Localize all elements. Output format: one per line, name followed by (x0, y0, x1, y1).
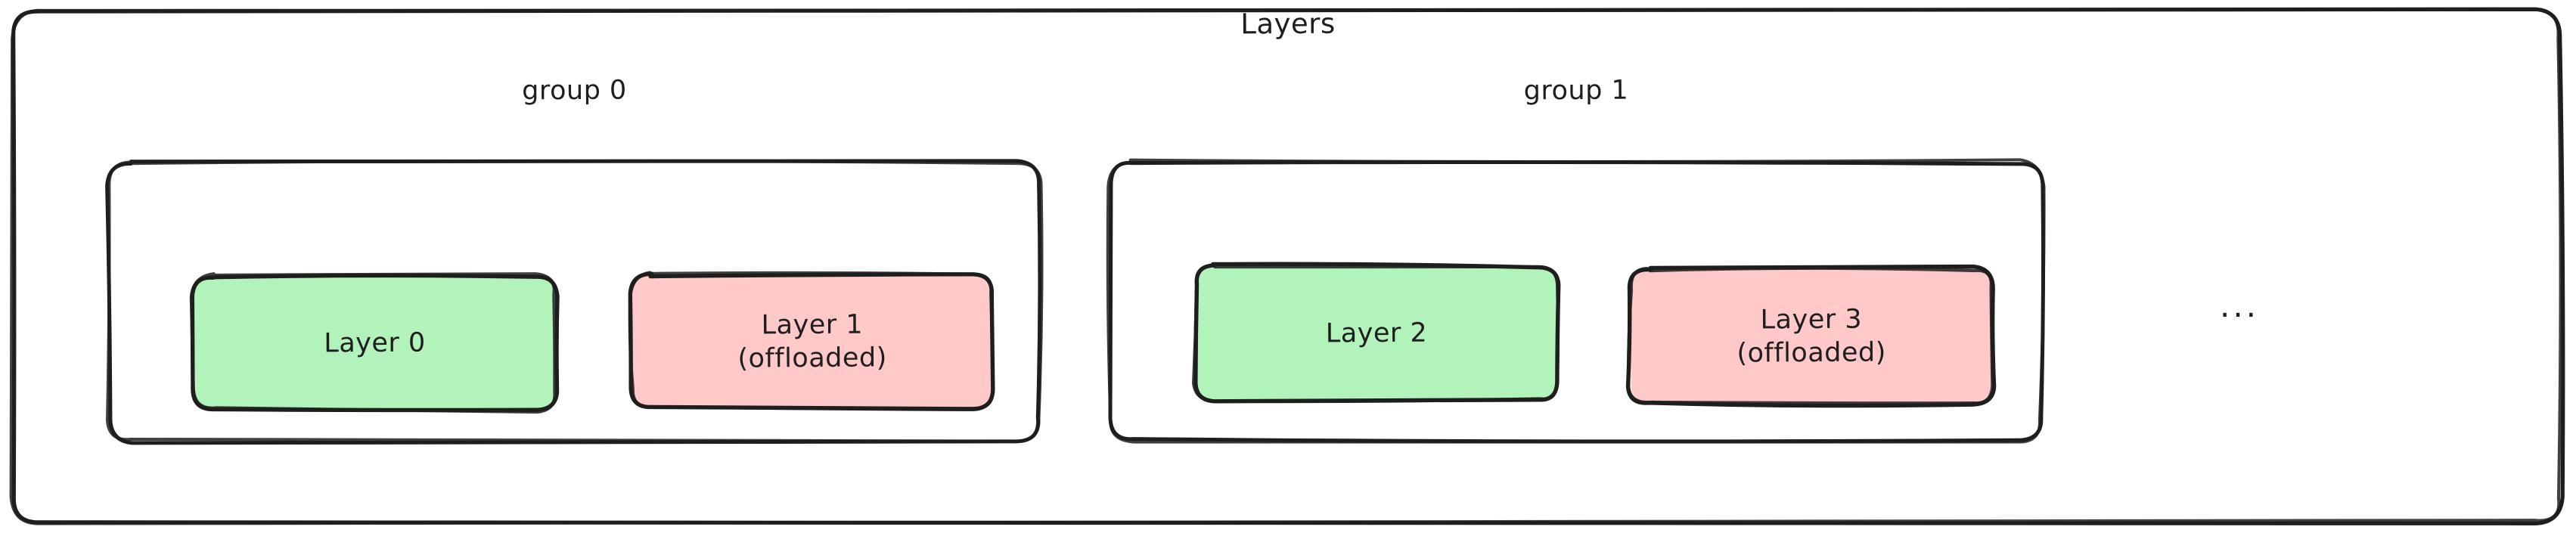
layer-title-1: Layer 1 (761, 309, 864, 340)
ellipsis-more-groups: ... (2219, 287, 2260, 324)
layer-box-label-3: Layer 3 (offloaded) (1629, 268, 1993, 406)
group-title-0: group 0 (522, 75, 627, 107)
layer-title-0: Layer 0 (324, 327, 426, 358)
layer-box-label-1: Layer 1 (offloaded) (631, 274, 993, 410)
layer-title-2: Layer 2 (1325, 318, 1428, 349)
layer-subtitle-1: (offloaded) (737, 342, 887, 374)
layer-box-label-2: Layer 2 (1194, 265, 1558, 402)
layer-title-3: Layer 3 (1760, 304, 1863, 336)
group-title-1: group 1 (1523, 75, 1629, 107)
layer-subtitle-3: (offloaded) (1736, 337, 1886, 369)
diagram-title: Layers (1240, 7, 1336, 41)
layer-box-label-0: Layer 0 (193, 275, 556, 411)
